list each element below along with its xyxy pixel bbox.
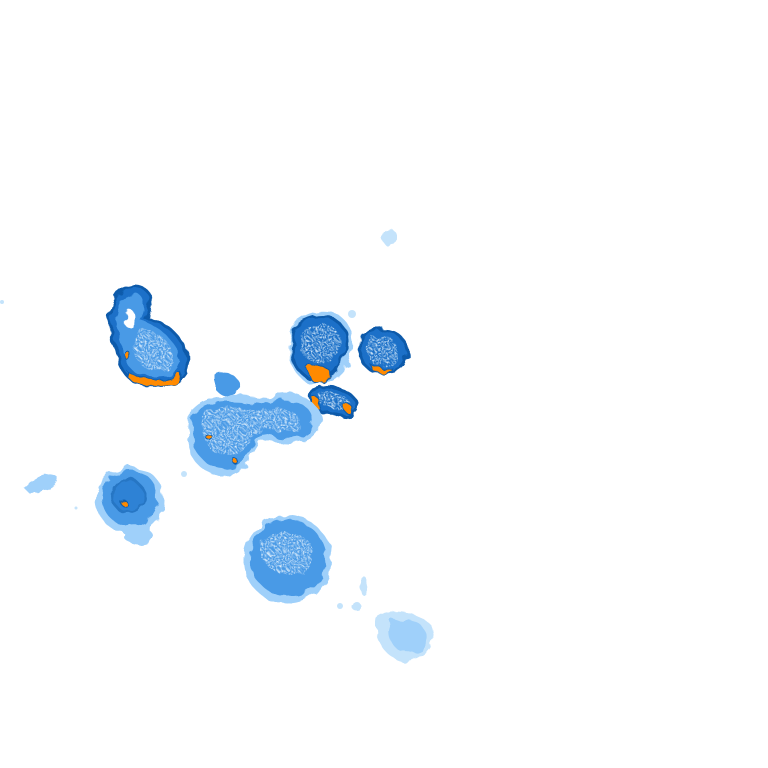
cell-2-highlight xyxy=(307,364,331,384)
speck-top xyxy=(382,228,396,246)
cell-8-body xyxy=(388,618,429,654)
speck-left xyxy=(24,474,59,494)
cell-6 xyxy=(96,466,164,544)
cell-7-core xyxy=(259,532,313,575)
cell-8-bud-2 xyxy=(351,602,361,610)
cell-1-highlight-spot xyxy=(124,352,132,360)
cell-6-tail xyxy=(124,524,153,544)
cell-5-nub xyxy=(216,373,241,396)
cell-5-highlight xyxy=(205,433,213,441)
cell-5-core xyxy=(202,407,301,457)
cell-5-highlight-2 xyxy=(232,458,238,464)
cell-4-highlight-2 xyxy=(341,403,354,415)
cell-2 xyxy=(288,311,353,384)
cell-5 xyxy=(187,373,321,476)
cell-3-highlight xyxy=(369,363,393,375)
cell-1-core xyxy=(134,330,174,371)
cell-6-inner xyxy=(110,478,146,514)
cell-2-core xyxy=(300,323,340,363)
cell-8 xyxy=(351,577,435,662)
cell-3-core xyxy=(367,335,398,367)
cell-8-bud xyxy=(359,577,369,595)
cell-3 xyxy=(358,327,408,375)
cell-7 xyxy=(244,516,332,604)
cell-6-highlight xyxy=(120,499,128,507)
specks xyxy=(0,300,356,609)
cell-1-inner-void xyxy=(123,310,135,328)
cell-1 xyxy=(108,284,190,387)
cell-1-highlight-rim xyxy=(127,371,181,387)
